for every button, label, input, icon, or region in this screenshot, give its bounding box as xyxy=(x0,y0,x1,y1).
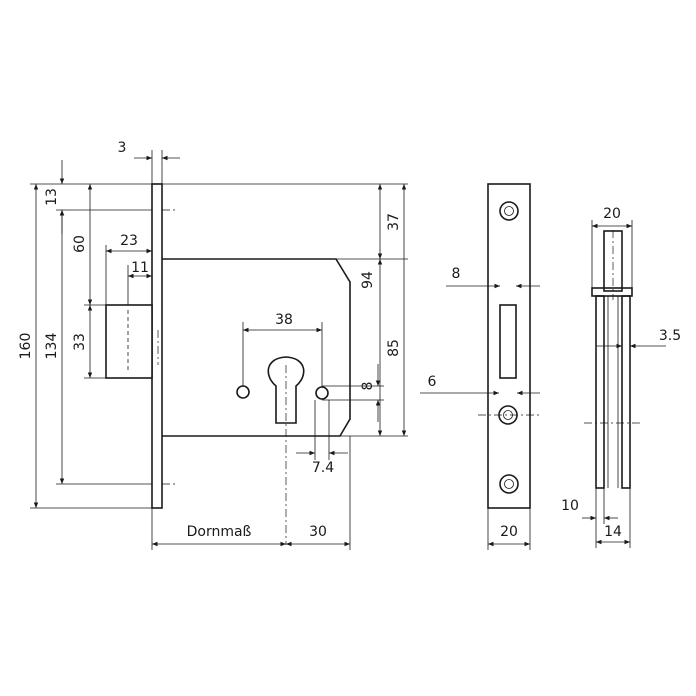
dim-backset-label: Dornmaß xyxy=(187,524,252,540)
front-view xyxy=(105,183,351,545)
dim-case-body: 85 xyxy=(386,339,402,357)
dim-latch-top: 60 xyxy=(72,235,88,253)
side-left-strip xyxy=(595,295,605,489)
faceplate-screw-bottom xyxy=(499,474,519,494)
faceplate-dimensions: 8 6 20 xyxy=(420,266,540,550)
faceplate-view xyxy=(478,183,540,509)
dim-upper-case: 37 xyxy=(386,213,402,231)
forend-plate xyxy=(151,183,163,509)
dim-latch-width: 23 xyxy=(120,233,138,249)
faceplate-outline xyxy=(487,183,531,509)
dim-latch-offset: 11 xyxy=(131,260,149,276)
dim-keyhole-height: 8 xyxy=(360,382,376,391)
dim-case-height: 94 xyxy=(360,271,376,289)
lock-case xyxy=(162,258,351,437)
side-right-strip xyxy=(621,295,631,489)
fixing-hole-right xyxy=(315,386,329,400)
dim-cylinder-spacing: 38 xyxy=(275,312,293,328)
dim-side-bottom-left: 10 xyxy=(561,498,579,514)
side-view xyxy=(584,230,640,489)
dim-plate-thickness: 3 xyxy=(118,140,127,156)
dim-side-thickness: 3.5 xyxy=(659,328,681,344)
dim-faceplate-slot: 8 xyxy=(452,266,461,282)
dim-top-offset: 13 xyxy=(44,188,60,206)
side-view-dimensions: 20 3.5 10 14 xyxy=(561,206,681,548)
dim-latch-height: 33 xyxy=(72,333,88,351)
cylinder-keyhole xyxy=(267,356,305,424)
front-view-dimensions: 3 160 13 134 60 33 23 11 xyxy=(18,140,408,550)
dim-side-bottom-width: 14 xyxy=(604,524,622,540)
dim-total-height: 160 xyxy=(18,333,34,360)
dim-keyhole-offset: 7.4 xyxy=(312,460,334,476)
dim-faceplate-hole: 6 xyxy=(428,374,437,390)
faceplate-screw-top xyxy=(499,201,519,221)
dim-backset-right: 30 xyxy=(309,524,327,540)
dim-side-top: 20 xyxy=(603,206,621,222)
dim-faceplate-width: 20 xyxy=(500,524,518,540)
dim-screw-spacing: 134 xyxy=(44,333,60,360)
fixing-hole-left xyxy=(236,385,250,399)
latch-bolt xyxy=(105,304,153,379)
faceplate-latch-slot xyxy=(499,304,517,379)
